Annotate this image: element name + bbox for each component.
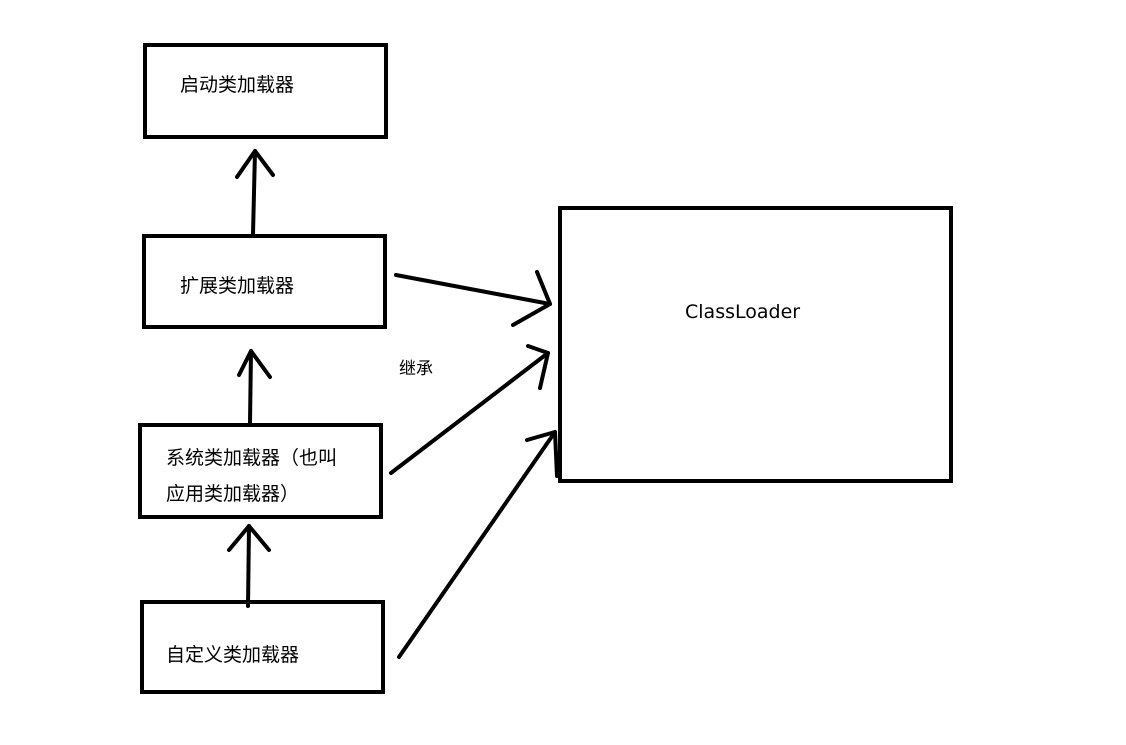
node-custom-loader-box	[140, 600, 385, 694]
node-classloader: ClassLoader	[558, 206, 953, 483]
node-classloader-box	[558, 206, 953, 483]
arrow-extension-to-classloader	[394, 270, 552, 327]
node-extension-loader: 扩展类加载器	[142, 234, 387, 329]
arrow-system-to-classloader	[389, 344, 550, 475]
node-system-loader: 系统类加载器（也叫 应用类加载器）	[138, 423, 383, 519]
node-system-loader-label-line1: 系统类加载器（也叫	[166, 447, 337, 469]
node-custom-loader: 自定义类加载器	[140, 600, 385, 694]
inheritance-label: 继承	[399, 359, 433, 379]
node-extension-loader-label: 扩展类加载器	[180, 275, 294, 297]
arrow-custom-to-system	[227, 524, 271, 608]
node-custom-loader-label: 自定义类加载器	[166, 644, 299, 666]
node-system-loader-label-line2: 应用类加载器）	[166, 483, 299, 505]
node-bootstrap-loader: 启动类加载器	[143, 43, 388, 139]
node-system-loader-box	[138, 423, 383, 519]
node-bootstrap-loader-label: 启动类加载器	[180, 74, 294, 96]
node-bootstrap-loader-box	[143, 43, 388, 139]
arrow-extension-to-bootstrap	[235, 149, 275, 236]
node-extension-loader-box	[142, 234, 387, 329]
node-classloader-label: ClassLoader	[685, 301, 800, 323]
arrow-custom-to-classloader	[397, 430, 559, 659]
arrow-system-to-extension	[237, 349, 272, 425]
